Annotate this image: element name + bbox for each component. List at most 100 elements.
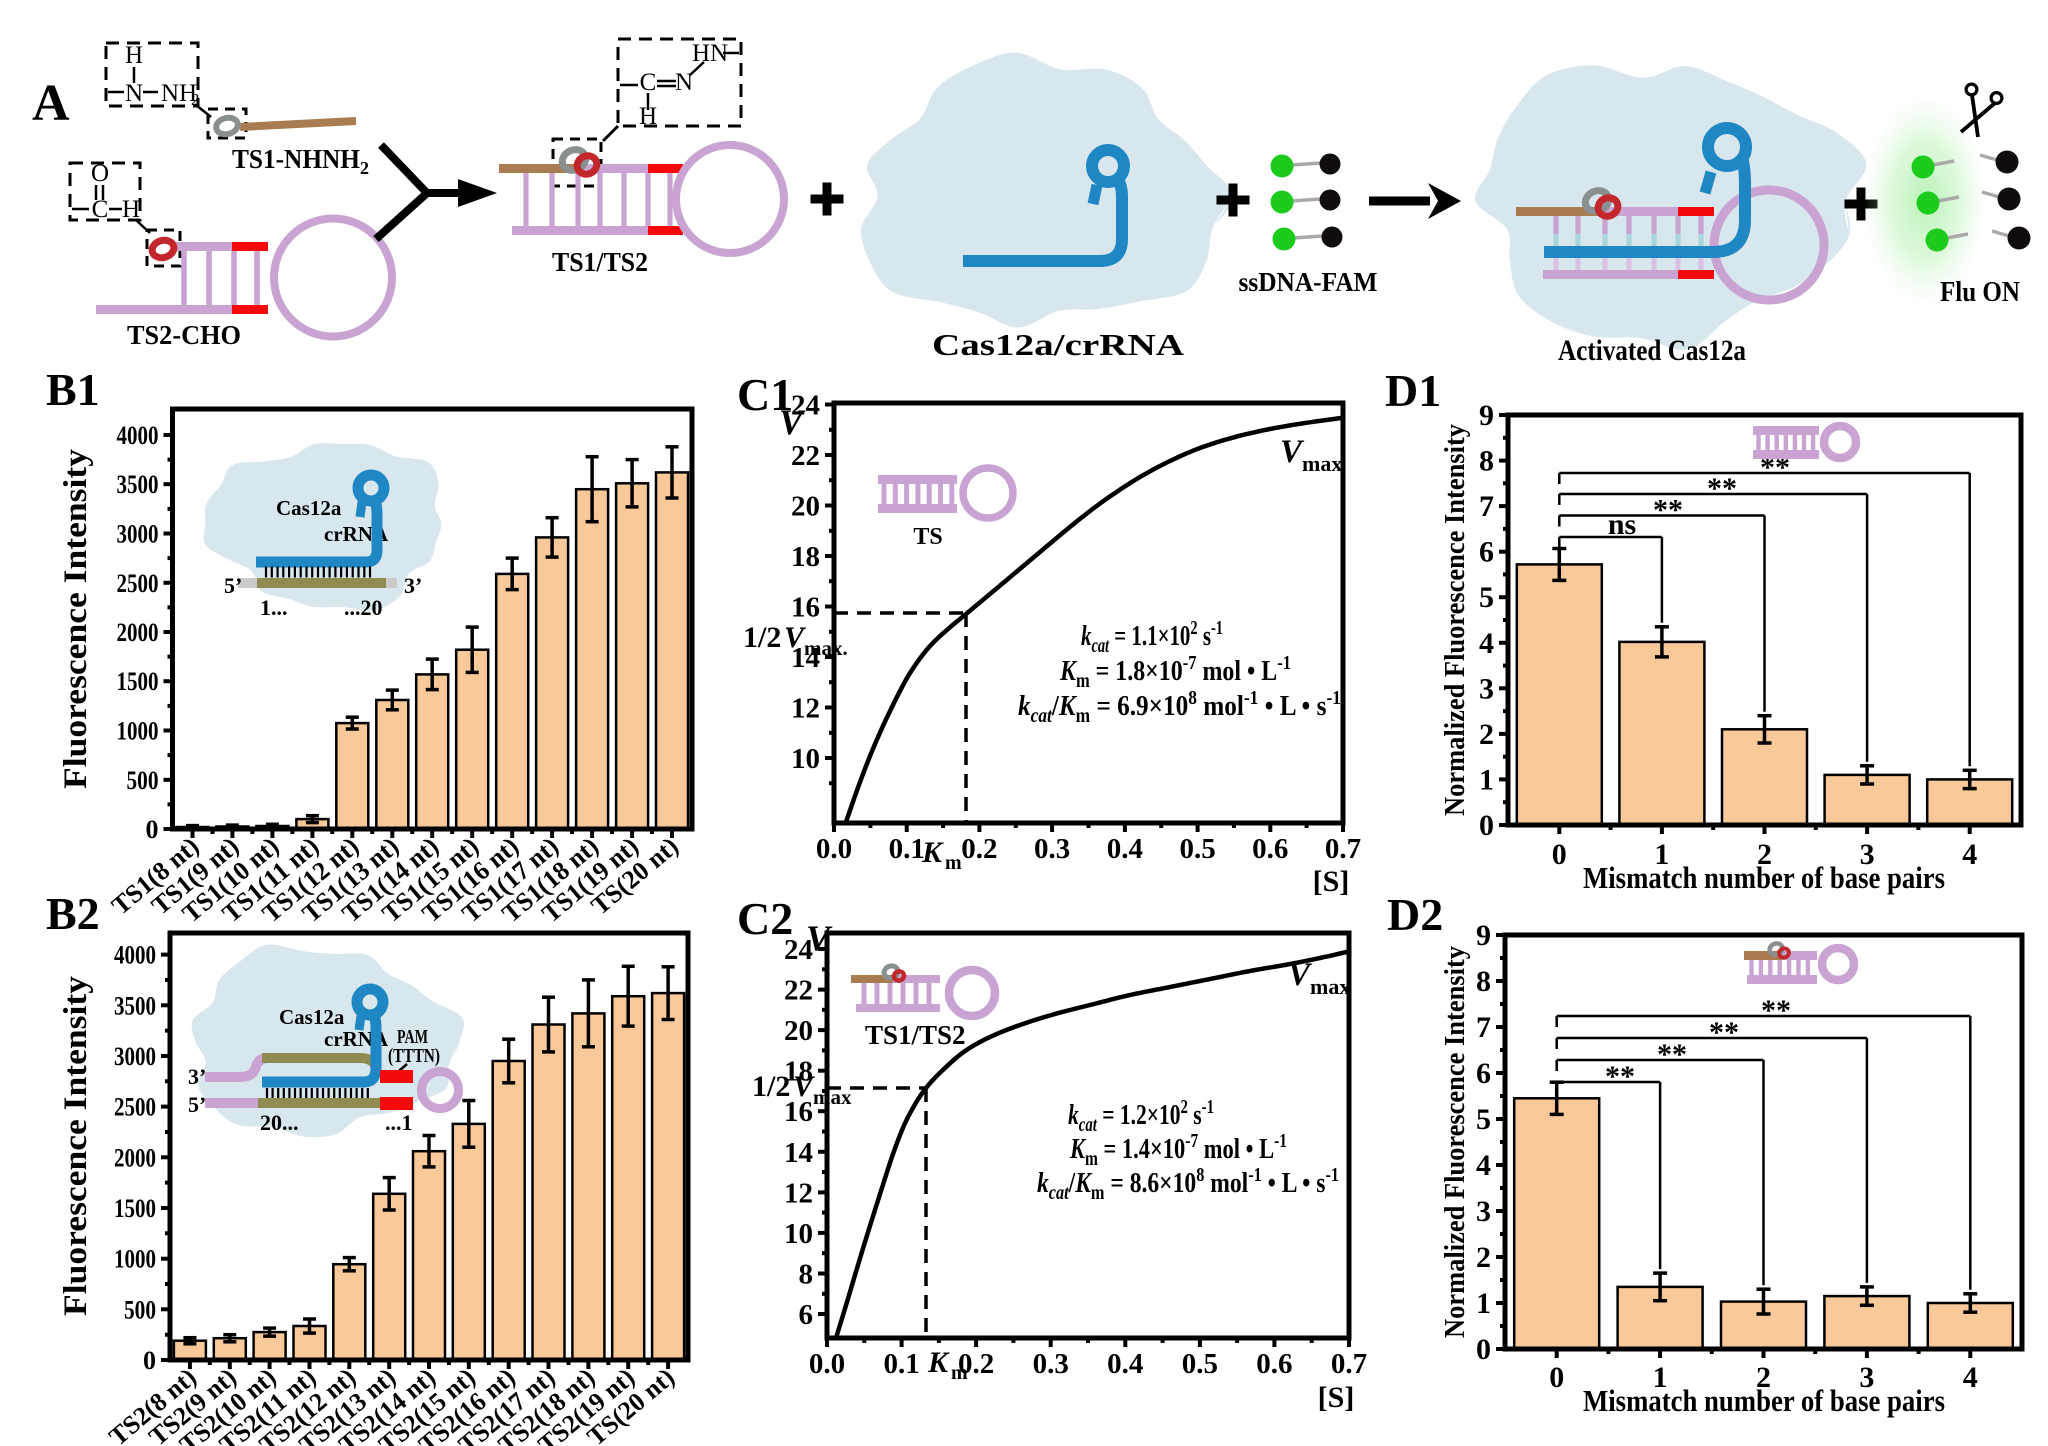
svg-text:[S]: [S] (1318, 1381, 1355, 1414)
svg-text:0.0: 0.0 (816, 833, 852, 865)
svg-text:0.1: 0.1 (883, 1348, 919, 1380)
svg-text:Km = 1.8×10-7 mol • L-1: Km = 1.8×10-7 mol • L-1 (1059, 652, 1291, 692)
svg-text:Cas12a: Cas12a (276, 496, 342, 520)
svg-text:7: 7 (1479, 490, 1494, 523)
svg-text:0.4: 0.4 (1107, 1348, 1143, 1380)
svg-text:8: 8 (799, 1259, 814, 1291)
svg-text:HN: HN (692, 40, 728, 67)
svg-text:3’: 3’ (188, 1064, 206, 1089)
svg-text:ns: ns (1608, 508, 1636, 541)
svg-text:10: 10 (791, 743, 820, 775)
svg-text:Km = 1.4×10-7 mol • L-1: Km = 1.4×10-7 mol • L-1 (1069, 1130, 1287, 1170)
svg-text:14: 14 (784, 1137, 813, 1169)
svg-text:6: 6 (799, 1299, 814, 1331)
svg-text:7: 7 (1476, 1011, 1491, 1044)
svg-text:kcat = 1.1×102 s-1: kcat = 1.1×102 s-1 (1081, 617, 1223, 657)
svg-text:22: 22 (791, 440, 820, 472)
svg-text:D2: D2 (1387, 889, 1443, 940)
svg-text:2: 2 (360, 158, 369, 178)
svg-text:1500: 1500 (114, 1194, 156, 1223)
svg-text:9: 9 (1479, 399, 1494, 432)
svg-text:TS1/TS2: TS1/TS2 (865, 1020, 966, 1050)
svg-text:Normalized Fluorescence Intens: Normalized Fluorescence Intensity (1440, 946, 1471, 1338)
svg-text:**: ** (1709, 1016, 1739, 1049)
svg-text:0.2: 0.2 (961, 833, 997, 865)
svg-text:0: 0 (1479, 809, 1494, 842)
svg-text:1/2: 1/2 (743, 621, 781, 654)
svg-text:5: 5 (1479, 581, 1494, 614)
svg-text:1: 1 (1653, 1361, 1668, 1394)
svg-text:Activated Cas12a: Activated Cas12a (1558, 334, 1746, 367)
svg-text:B1: B1 (46, 364, 100, 415)
svg-text:PAM: PAM (397, 1026, 428, 1048)
svg-text:2: 2 (1476, 1241, 1491, 1274)
svg-text:20: 20 (784, 1015, 813, 1047)
svg-text:20: 20 (791, 491, 820, 523)
svg-text:20...: 20... (260, 1110, 299, 1135)
svg-text:14: 14 (791, 642, 820, 674)
svg-text:12: 12 (791, 693, 820, 725)
svg-text:2000: 2000 (117, 618, 159, 647)
svg-text:C: C (92, 196, 109, 223)
svg-text:3’: 3’ (404, 573, 422, 598)
svg-text:Normalized Fluorescence Intens: Normalized Fluorescence Intensity (1440, 424, 1471, 816)
svg-text:0.7: 0.7 (1325, 833, 1361, 865)
svg-text:24: 24 (791, 390, 820, 422)
svg-text:Mismatch number of base pairs: Mismatch number of base pairs (1583, 860, 1945, 895)
svg-text:V: V (1280, 434, 1305, 470)
svg-text:4: 4 (1479, 627, 1494, 660)
svg-text:5’: 5’ (224, 573, 242, 598)
svg-text:TS1-NHNH: TS1-NHNH (232, 144, 360, 174)
svg-text:4: 4 (1963, 1361, 1978, 1394)
svg-text:16: 16 (791, 592, 820, 624)
svg-text:12: 12 (784, 1177, 813, 1209)
svg-text:TS2-CHO: TS2-CHO (127, 320, 241, 350)
svg-text:B2: B2 (46, 888, 100, 939)
svg-text:22: 22 (784, 975, 813, 1007)
svg-text:0: 0 (143, 1346, 156, 1375)
svg-text:3500: 3500 (117, 470, 159, 499)
svg-text:2000: 2000 (114, 1143, 156, 1172)
svg-text:5: 5 (1476, 1103, 1491, 1136)
svg-text:10: 10 (784, 1218, 813, 1250)
svg-text:3000: 3000 (114, 1042, 156, 1071)
svg-text:2: 2 (191, 90, 200, 109)
svg-text:18: 18 (784, 1056, 813, 1088)
svg-text:18: 18 (791, 541, 820, 573)
svg-text:Cas12a: Cas12a (279, 1005, 345, 1029)
svg-text:NH: NH (161, 80, 197, 107)
svg-text:V: V (779, 402, 806, 442)
svg-text:(TTTN): (TTTN) (388, 1045, 440, 1067)
svg-text:**: ** (1605, 1060, 1635, 1093)
svg-text:2: 2 (1756, 1361, 1771, 1394)
svg-text:1000: 1000 (114, 1245, 156, 1274)
svg-text:3: 3 (1479, 672, 1494, 705)
svg-text:max: max (813, 1085, 852, 1109)
svg-text:Fluorescence Intensity: Fluorescence Intensity (58, 448, 94, 789)
svg-text:1/2: 1/2 (752, 1070, 790, 1103)
svg-text:1...: 1... (260, 595, 288, 620)
svg-text:500: 500 (127, 766, 159, 795)
svg-text:2500: 2500 (114, 1093, 156, 1122)
svg-text:...1: ...1 (385, 1110, 413, 1135)
svg-text:1000: 1000 (117, 717, 159, 746)
svg-text:**: ** (1707, 472, 1737, 505)
svg-text:V: V (1288, 957, 1313, 993)
svg-text:0.5: 0.5 (1179, 833, 1215, 865)
svg-text:A: A (32, 75, 70, 132)
svg-text:1500: 1500 (117, 667, 159, 696)
svg-text:kcat/Km = 6.9×108 mol-1 • L •: kcat/Km = 6.9×108 mol-1 • L • s-1 (1018, 687, 1341, 727)
svg-text:0: 0 (146, 815, 159, 844)
svg-text:0.5: 0.5 (1182, 1348, 1218, 1380)
svg-text:4000: 4000 (117, 421, 159, 450)
svg-text:6: 6 (1479, 536, 1494, 569)
svg-text:Cas12a/crRNA: Cas12a/crRNA (932, 327, 1185, 362)
svg-text:4: 4 (1476, 1149, 1491, 1182)
svg-text:1: 1 (1476, 1287, 1491, 1320)
svg-text:[S]: [S] (1313, 865, 1350, 898)
svg-text:0.6: 0.6 (1252, 833, 1288, 865)
svg-text:0.0: 0.0 (809, 1348, 845, 1380)
svg-text:9: 9 (1476, 919, 1491, 952)
svg-text:0: 0 (1476, 1333, 1491, 1366)
svg-text:1: 1 (1479, 763, 1494, 796)
